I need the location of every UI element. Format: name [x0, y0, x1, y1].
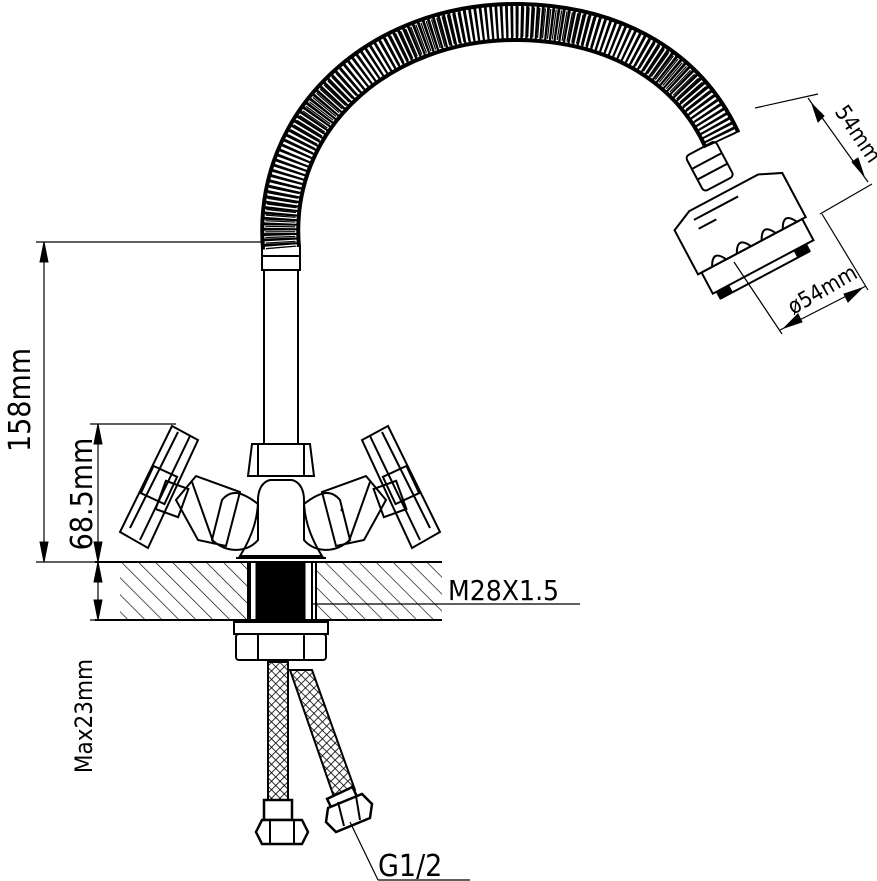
- dimension-68-5: [90, 423, 176, 563]
- spray-head: [673, 141, 815, 300]
- dimension-max23: [90, 561, 234, 621]
- threaded-shank: [249, 561, 313, 621]
- faucet-body: [236, 443, 326, 559]
- left-valve: [154, 474, 259, 551]
- label-m28x1-5: M28X1.5: [448, 574, 559, 607]
- supply-hoses: [262, 661, 363, 822]
- label-68-5mm: 68.5mm: [65, 438, 100, 551]
- dimension-54-length: [754, 93, 873, 215]
- label-g1-2: G1/2: [378, 849, 442, 881]
- dimension-158: [36, 241, 262, 563]
- label-54mm: 54mm: [829, 101, 877, 168]
- mounting-nut: [233, 621, 329, 661]
- right-handle: [360, 424, 442, 550]
- countertop-section: [95, 561, 442, 621]
- label-dia-54mm: ø54mm: [784, 261, 862, 321]
- hose-fitting-left: [254, 818, 310, 846]
- left-handle: [118, 424, 200, 550]
- right-valve: [303, 474, 408, 551]
- leader-g12: [349, 821, 470, 881]
- spout-pipe: [261, 245, 301, 445]
- label-max23mm: Max23mm: [70, 659, 98, 773]
- dimension-54-diameter: [733, 213, 869, 335]
- flexible-hose: [260, 1, 741, 250]
- hose-fitting-right: [324, 792, 374, 834]
- label-158mm: 158mm: [3, 348, 38, 452]
